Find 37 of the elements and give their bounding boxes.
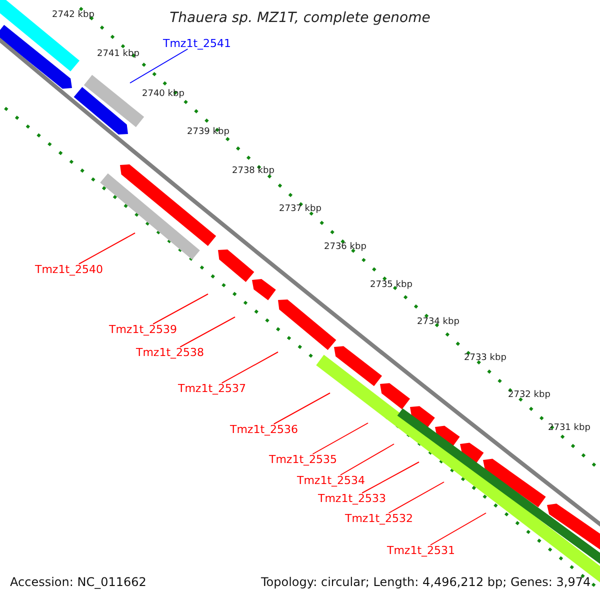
leader-line: [430, 512, 486, 546]
tick-label: 2735 kbp: [370, 281, 412, 290]
tick-label: 2738 kbp: [232, 167, 274, 176]
tick-label: 2737 kbp: [279, 205, 322, 214]
tick-label: 2733 kbp: [464, 354, 506, 363]
leader-line: [152, 294, 208, 324]
tick-label: 2740 kbp: [142, 90, 184, 99]
tick-label: 2742 kbp: [52, 11, 94, 20]
gene-label: Tmz1t_2535: [268, 454, 337, 465]
gene-label: Tmz1t_2536: [230, 424, 298, 435]
gene-label: Tmz1t_2540: [34, 264, 103, 275]
leader-line: [362, 462, 420, 494]
caption-text: Topology: circular; Length: 4,496,212 bp; Genes: 3,974: [261, 576, 591, 588]
gene-label: Tmz1t_2541: [163, 38, 232, 49]
gene-label: Tmz1t_2532: [344, 513, 413, 524]
leader-line: [130, 48, 188, 84]
gene-label: Tmz1t_2538: [136, 347, 204, 358]
tick-label: 2741 kbp: [97, 50, 140, 59]
leader-line: [388, 482, 444, 514]
tick-label: 2731 kbp: [548, 424, 590, 433]
leader-line: [273, 392, 330, 424]
leader-line: [340, 444, 394, 476]
title: Thauera sp. MZ1T, complete genome: [170, 11, 430, 25]
gene-label: Tmz1t_2534: [296, 475, 365, 486]
leader-line: [180, 316, 236, 348]
gene-label: Tmz1t_2533: [318, 493, 386, 504]
leader-line: [221, 352, 278, 384]
tick-label: 2736 kbp: [324, 243, 366, 252]
tick-label: 2739 kbp: [187, 128, 230, 137]
tick-label: 2734 kbp: [417, 318, 460, 327]
gene-label: Tmz1t_2531: [386, 545, 455, 556]
gene-label: Tmz1t_2537: [178, 383, 246, 394]
gene-label: Tmz1t_2539: [108, 324, 177, 335]
leader-line: [78, 232, 136, 264]
leader-line: [312, 422, 368, 454]
caption-text: Accession: NC_011662: [10, 576, 146, 588]
tick-label: 2732 kbp: [508, 391, 550, 400]
